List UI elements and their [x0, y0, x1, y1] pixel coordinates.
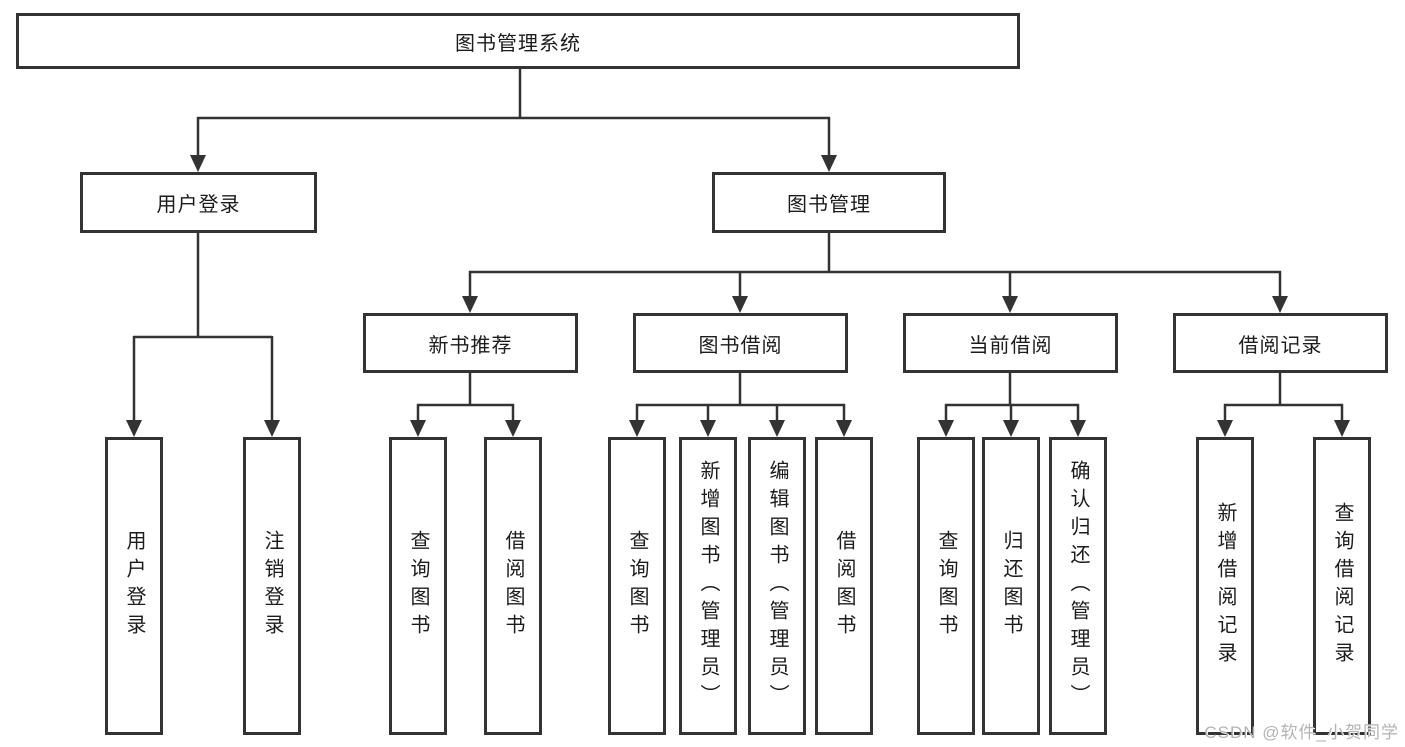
- leaf-query-book-current: 查询图书: [917, 437, 975, 735]
- node-current-borrow: 当前借阅: [903, 313, 1118, 373]
- leaf-borrow-book: 借阅图书: [815, 437, 873, 735]
- leaf-query-borrow-record: 查询借阅记录: [1313, 437, 1371, 735]
- leaf-logout: 注销登录: [243, 437, 301, 735]
- leaf-user-login: 用户登录: [105, 437, 163, 735]
- node-new-book-recommend: 新书推荐: [363, 313, 578, 373]
- csdn-watermark: CSDN @软件_小贺同学: [1204, 723, 1399, 742]
- leaf-edit-book-admin: 编辑图书（管理员）: [748, 437, 806, 735]
- leaf-return-book: 归还图书: [982, 437, 1040, 735]
- node-book-borrow: 图书借阅: [633, 313, 848, 373]
- node-book-management: 图书管理: [712, 172, 946, 233]
- leaf-add-book-admin: 新增图书（管理员）: [679, 437, 737, 735]
- leaf-query-book-recommend: 查询图书: [389, 437, 447, 735]
- leaf-confirm-return-admin: 确认归还（管理员）: [1049, 437, 1107, 735]
- node-root-system: 图书管理系统: [16, 13, 1020, 69]
- node-user-login: 用户登录: [80, 172, 317, 233]
- leaf-add-borrow-record: 新增借阅记录: [1196, 437, 1254, 735]
- node-borrow-record: 借阅记录: [1173, 313, 1388, 373]
- leaf-query-book-borrow: 查询图书: [608, 437, 666, 735]
- leaf-borrow-book-recommend: 借阅图书: [484, 437, 542, 735]
